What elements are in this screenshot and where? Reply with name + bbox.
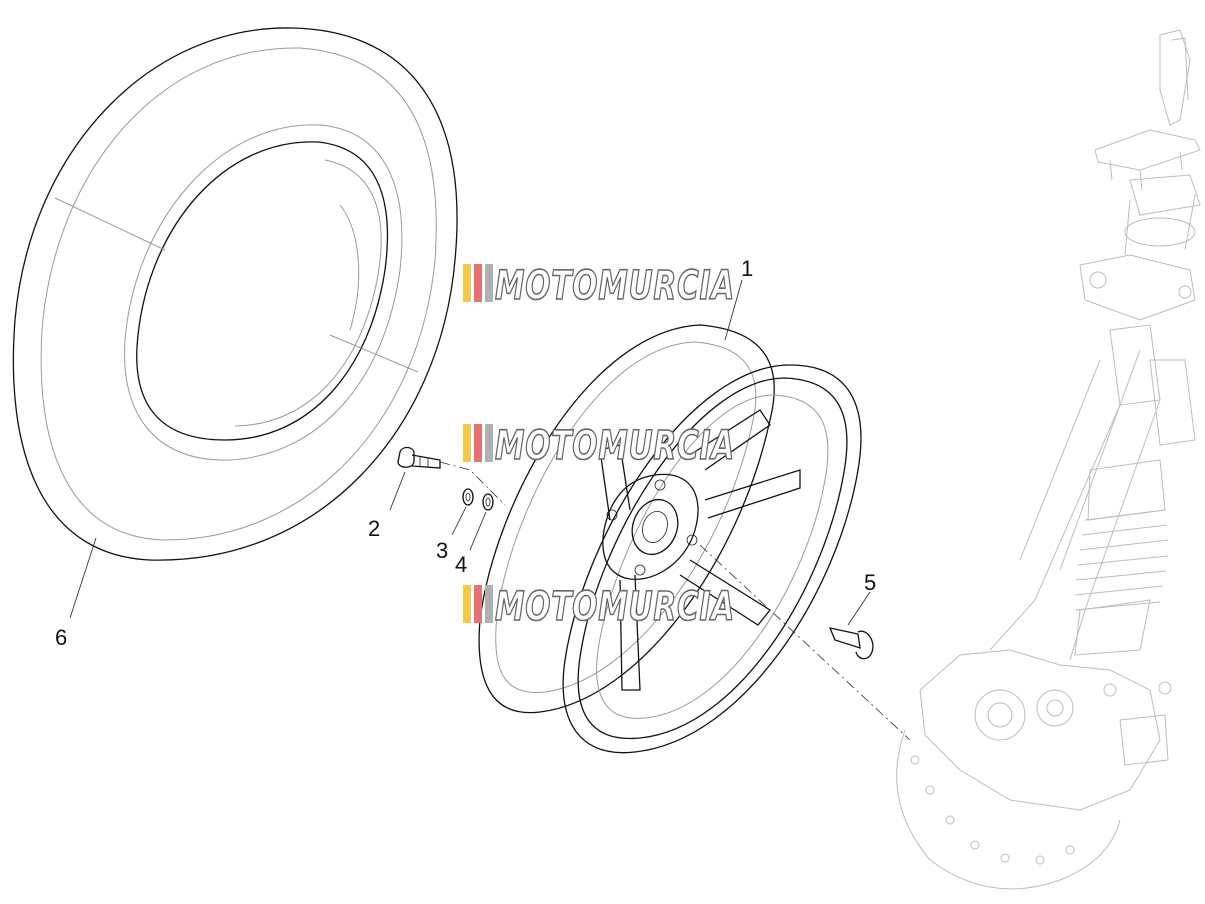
- assembly-axis-lines: [439, 461, 911, 741]
- callout-5: 5: [864, 570, 876, 595]
- washer-part-4: [469, 493, 494, 551]
- watermark-text: MOTOMURCIA: [495, 423, 735, 469]
- bolt-part-2: [389, 446, 441, 511]
- callout-1: 1: [741, 256, 753, 281]
- watermark-text: MOTOMURCIA: [495, 584, 735, 630]
- callout-4: 4: [455, 552, 467, 577]
- callout-6: 6: [55, 625, 67, 650]
- watermark-1: MOTOMURCIA: [463, 262, 735, 310]
- tyre-part-6: [12, 27, 458, 619]
- callout-3: 3: [436, 538, 448, 563]
- watermark-3: MOTOMURCIA: [463, 583, 735, 631]
- valve-part-5: [828, 591, 874, 660]
- watermark-2: MOTOMURCIA: [463, 422, 735, 470]
- watermark-text: MOTOMURCIA: [495, 263, 735, 309]
- callout-2: 2: [368, 516, 380, 541]
- wheel-rim-part-1: [478, 279, 862, 754]
- washer-part-3: [451, 488, 474, 536]
- front-fork-assembly: [896, 29, 1201, 890]
